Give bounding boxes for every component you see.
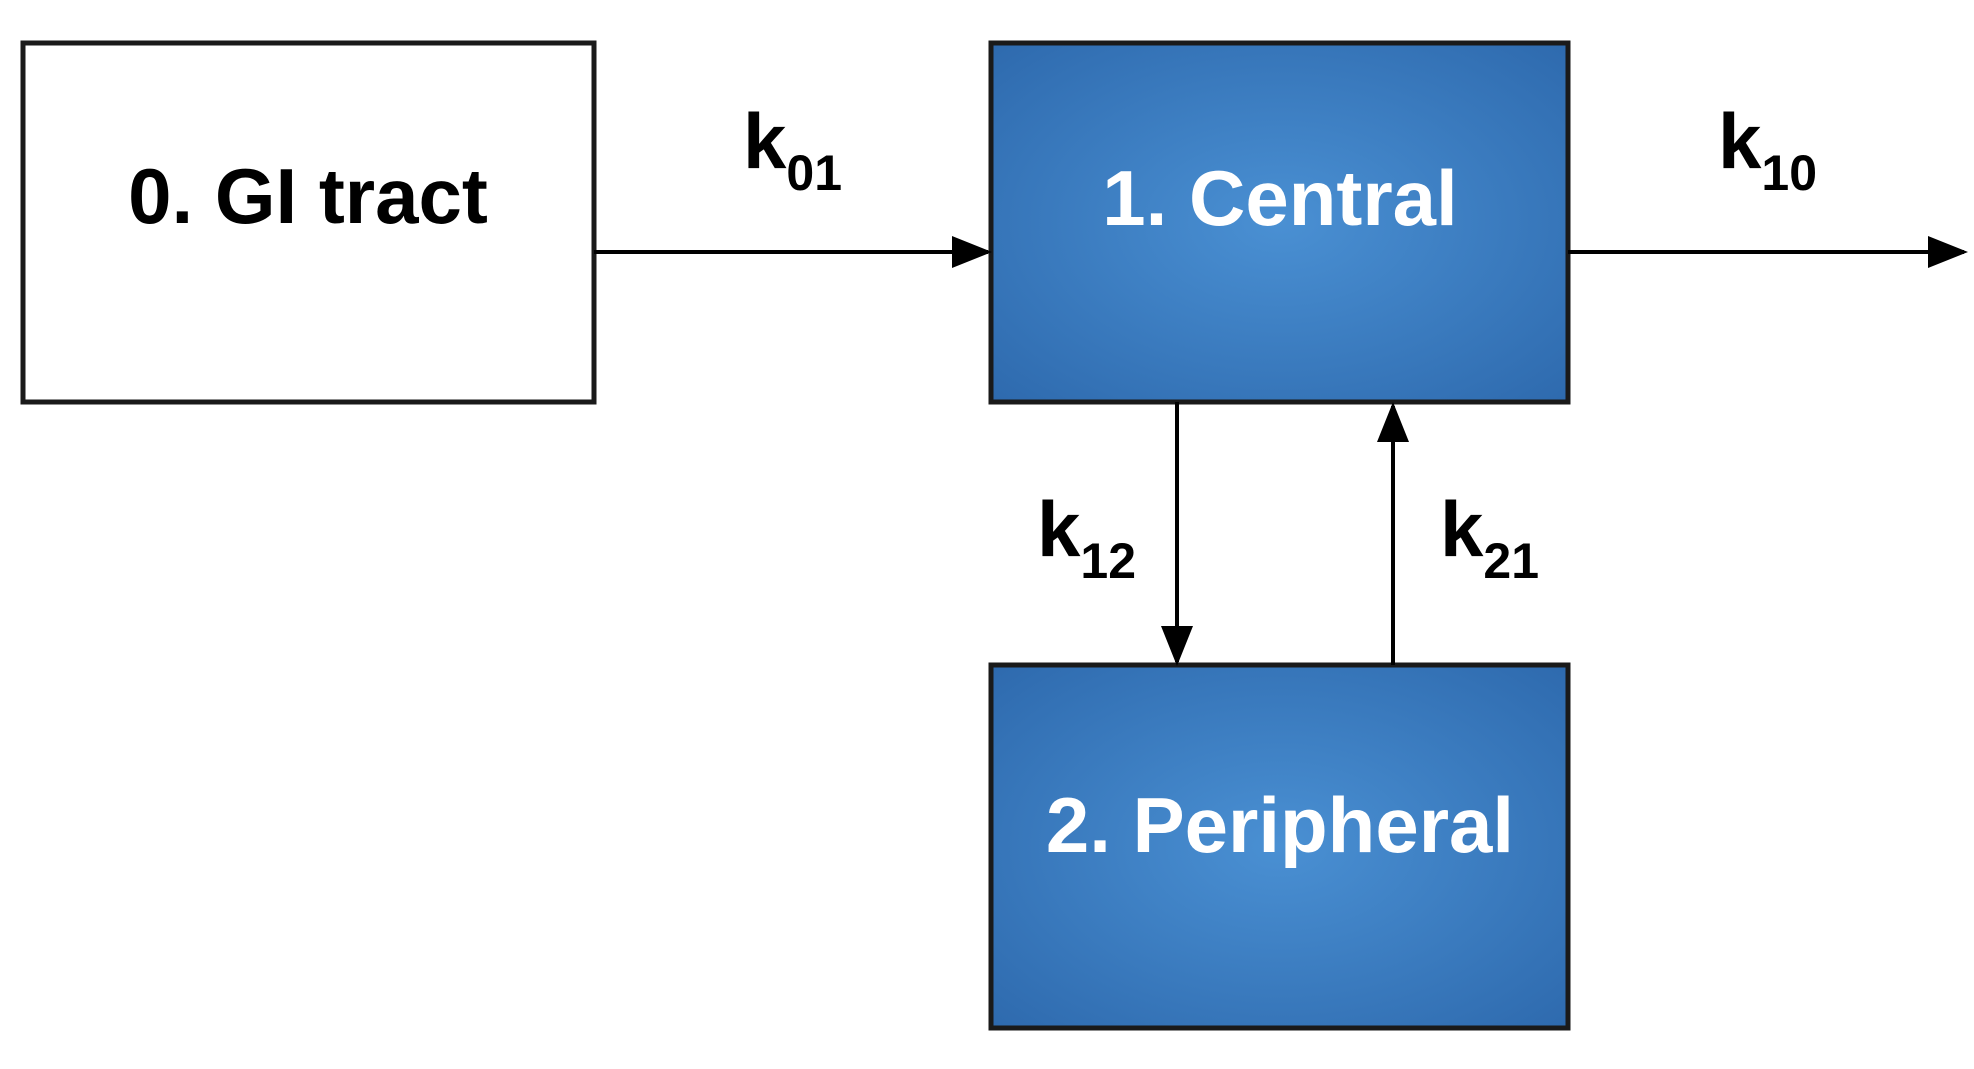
k10-label: k10 <box>1718 97 1817 201</box>
central-label: 1. Central <box>1102 154 1457 242</box>
central-compartment: 1. Central <box>988 40 1571 405</box>
k01-label: k01 <box>743 97 842 201</box>
gi-tract-compartment: 0. GI tract <box>20 40 597 405</box>
peripheral-compartment: 2. Peripheral <box>988 662 1571 1031</box>
peripheral-label: 2. Peripheral <box>1046 781 1514 869</box>
k21-label: k21 <box>1440 485 1539 589</box>
k12-label: k12 <box>1037 485 1136 589</box>
gi-tract-label: 0. GI tract <box>128 152 488 240</box>
